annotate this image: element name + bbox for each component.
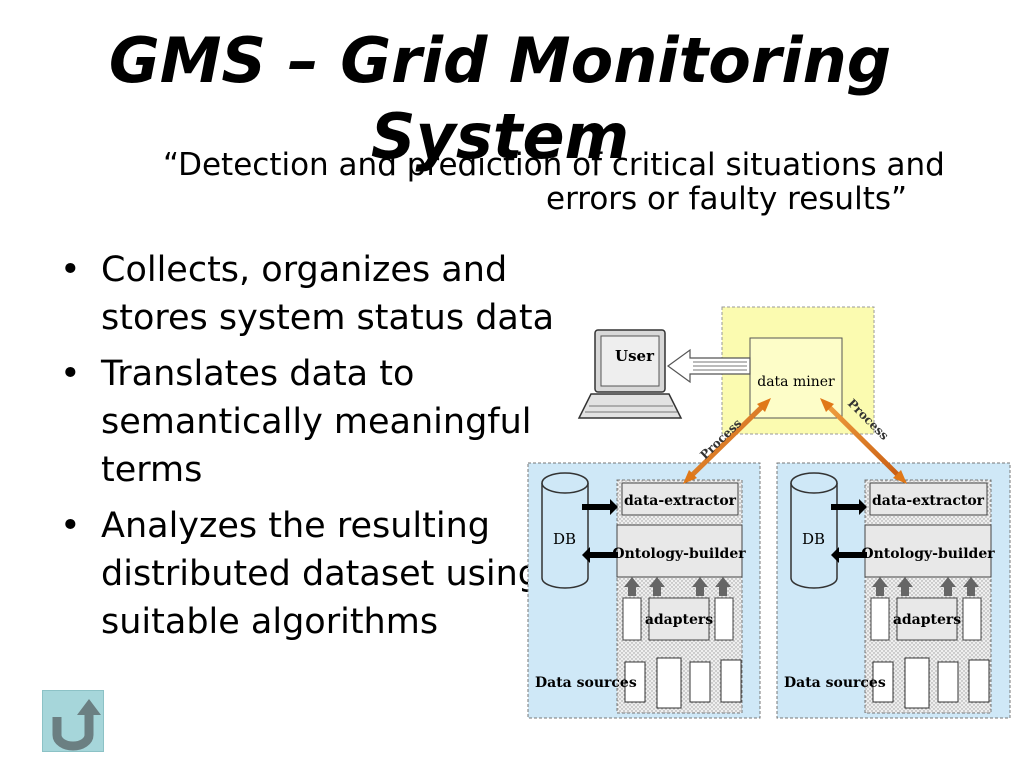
result-arrow <box>666 348 751 384</box>
bullet-text: Analyzes the resulting distributed datas… <box>101 506 541 642</box>
user-computer-icon: User <box>577 329 683 419</box>
data-extractor-label: data-extractor <box>624 493 737 509</box>
adapters-label: adapters <box>893 612 961 628</box>
ontology-builder-label: Ontology-builder <box>861 546 995 562</box>
bullet-dot: • <box>60 354 81 394</box>
u-turn-back-icon <box>52 699 101 751</box>
data-sources-label: Data sources <box>535 675 637 691</box>
bullet-list: • Collects, organizes and stores system s… <box>56 246 576 654</box>
data-miner-label: data miner <box>757 374 835 390</box>
db-cylinder <box>541 472 589 589</box>
back-button[interactable] <box>42 690 104 752</box>
db-cylinder <box>790 472 838 589</box>
bullet-item: • Analyzes the resulting distributed data… <box>56 502 576 646</box>
title-line-1: GMS – Grid Monitoring <box>108 24 892 97</box>
title-line-2: System <box>370 100 630 173</box>
bullet-item: • Collects, organizes and stores system s… <box>56 246 576 342</box>
grid-site-1: DB data-extractor Ontology-builder adapt… <box>527 462 761 719</box>
process-label-left: Process <box>697 416 744 462</box>
adapters-label: adapters <box>645 612 713 628</box>
db-label: DB <box>802 530 825 548</box>
bullet-text: Collects, organizes and stores system st… <box>101 250 555 338</box>
gms-architecture-diagram: data miner User DB data-extractor Ontolo… <box>527 306 1011 719</box>
data-extractor-label: data-extractor <box>872 493 985 509</box>
bullet-dot: • <box>60 506 81 546</box>
quote-line-1: “Detection and prediction of critical si… <box>163 147 945 183</box>
user-label: User <box>615 347 655 365</box>
ontology-builder-label: Ontology-builder <box>612 546 746 562</box>
db-label: DB <box>553 530 576 548</box>
grid-site-2: DB data-extractor Ontology-builder adapt… <box>776 462 1011 719</box>
bullet-item: • Translates data to semantically meaning… <box>56 350 576 494</box>
bullet-text: Translates data to semantically meaningf… <box>101 354 532 490</box>
data-sources-label: Data sources <box>784 675 886 691</box>
bullet-dot: • <box>60 250 81 290</box>
quote-line-2: errors or faulty results” <box>546 181 908 217</box>
